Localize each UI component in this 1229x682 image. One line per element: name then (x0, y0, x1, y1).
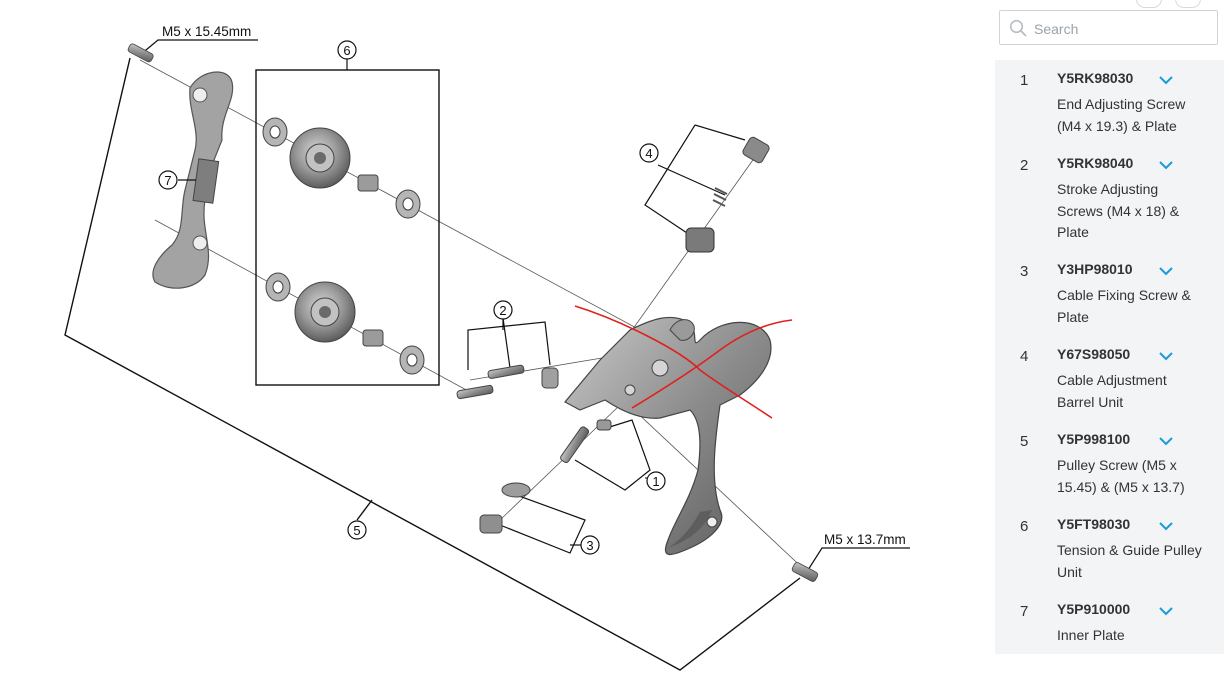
dim-label-top: M5 x 15.45mm (162, 24, 251, 39)
callout-5: 5 (347, 520, 367, 540)
callout-3: 3 (570, 535, 600, 555)
chevron-down-icon[interactable] (1158, 350, 1174, 362)
chevron-down-icon[interactable] (1158, 265, 1174, 277)
search-box[interactable] (999, 10, 1218, 45)
callout-5-bracket (64, 57, 801, 671)
part-index: 7 (1020, 603, 1029, 620)
part-index: 2 (1020, 157, 1029, 174)
part-description: Tension & Guide Pulley Unit (1057, 542, 1202, 580)
search-input[interactable] (1032, 17, 1216, 41)
pulley-screw-top (127, 43, 154, 63)
parts-list: 1 Y5RK98030 End Adjusting Screw (M4 x 19… (995, 60, 1224, 654)
part-index: 1 (1020, 72, 1029, 89)
callout-number: 1 (652, 474, 659, 489)
search-icon (1009, 19, 1027, 37)
part-index: 5 (1020, 433, 1029, 450)
chevron-down-icon[interactable] (1158, 435, 1174, 447)
lower-pulley-group (265, 272, 425, 375)
exploded-parts-diagram: M5 x 15.45mm M5 x 13.7mm (64, 24, 910, 671)
callout-7: 7 (158, 170, 178, 190)
chevron-down-icon[interactable] (1158, 74, 1174, 86)
part-code: Y5P910000 (1057, 601, 1131, 617)
chevron-down-icon[interactable] (1158, 159, 1174, 171)
end-screw-group (560, 419, 651, 491)
part-description: End Adjusting Screw (M4 x 19.3) & Plate (1057, 96, 1186, 134)
top-control-button-left[interactable] (1136, 0, 1162, 8)
callout-number: 2 (499, 303, 506, 318)
part-description: Pulley Screw (M5 x 15.45) & (M5 x 13.7) (1057, 457, 1185, 495)
callout-2: 2 (493, 300, 513, 320)
callout-1: 1 (646, 471, 666, 491)
cable-adjuster-group (644, 124, 770, 253)
part-code: Y5P998100 (1057, 431, 1131, 447)
pulley-screw-bottom (791, 562, 819, 582)
part-description: Inner Plate (1057, 627, 1125, 643)
part-index: 6 (1020, 518, 1029, 535)
top-control-button-right[interactable] (1175, 0, 1201, 8)
parts-side-panel: 1 Y5RK98030 End Adjusting Screw (M4 x 19… (995, 0, 1229, 682)
callout-4: 4 (639, 143, 659, 163)
dim-label-bottom: M5 x 13.7mm (824, 532, 906, 547)
chevron-down-icon[interactable] (1158, 605, 1174, 617)
callout-6: 6 (337, 40, 357, 60)
derailleur-body (564, 316, 772, 556)
stroke-screws-group (456, 317, 559, 400)
callout-number: 5 (353, 523, 360, 538)
upper-pulley-group (262, 117, 421, 219)
part-index: 3 (1020, 263, 1029, 280)
callout-number: 7 (164, 173, 171, 188)
part-index: 4 (1020, 348, 1029, 365)
part-code: Y5FT98030 (1057, 516, 1131, 532)
chevron-down-icon[interactable] (1158, 520, 1174, 532)
part-description: Cable Fixing Screw & Plate (1057, 287, 1191, 325)
callout-number: 4 (645, 146, 652, 161)
callout-6-frame (255, 69, 440, 386)
callout-number: 6 (343, 43, 350, 58)
cable-fixing-group (479, 482, 586, 554)
part-description: Cable Adjustment Barrel Unit (1057, 372, 1167, 410)
part-code: Y5RK98040 (1057, 155, 1134, 171)
callout-number: 3 (586, 538, 593, 553)
part-code: Y3HP98010 (1057, 261, 1133, 277)
red-markup (574, 305, 793, 419)
part-description: Stroke Adjusting Screws (M4 x 18) & Plat… (1057, 181, 1180, 240)
part-code: Y67S98050 (1057, 346, 1131, 362)
part-code: Y5RK98030 (1057, 70, 1134, 86)
